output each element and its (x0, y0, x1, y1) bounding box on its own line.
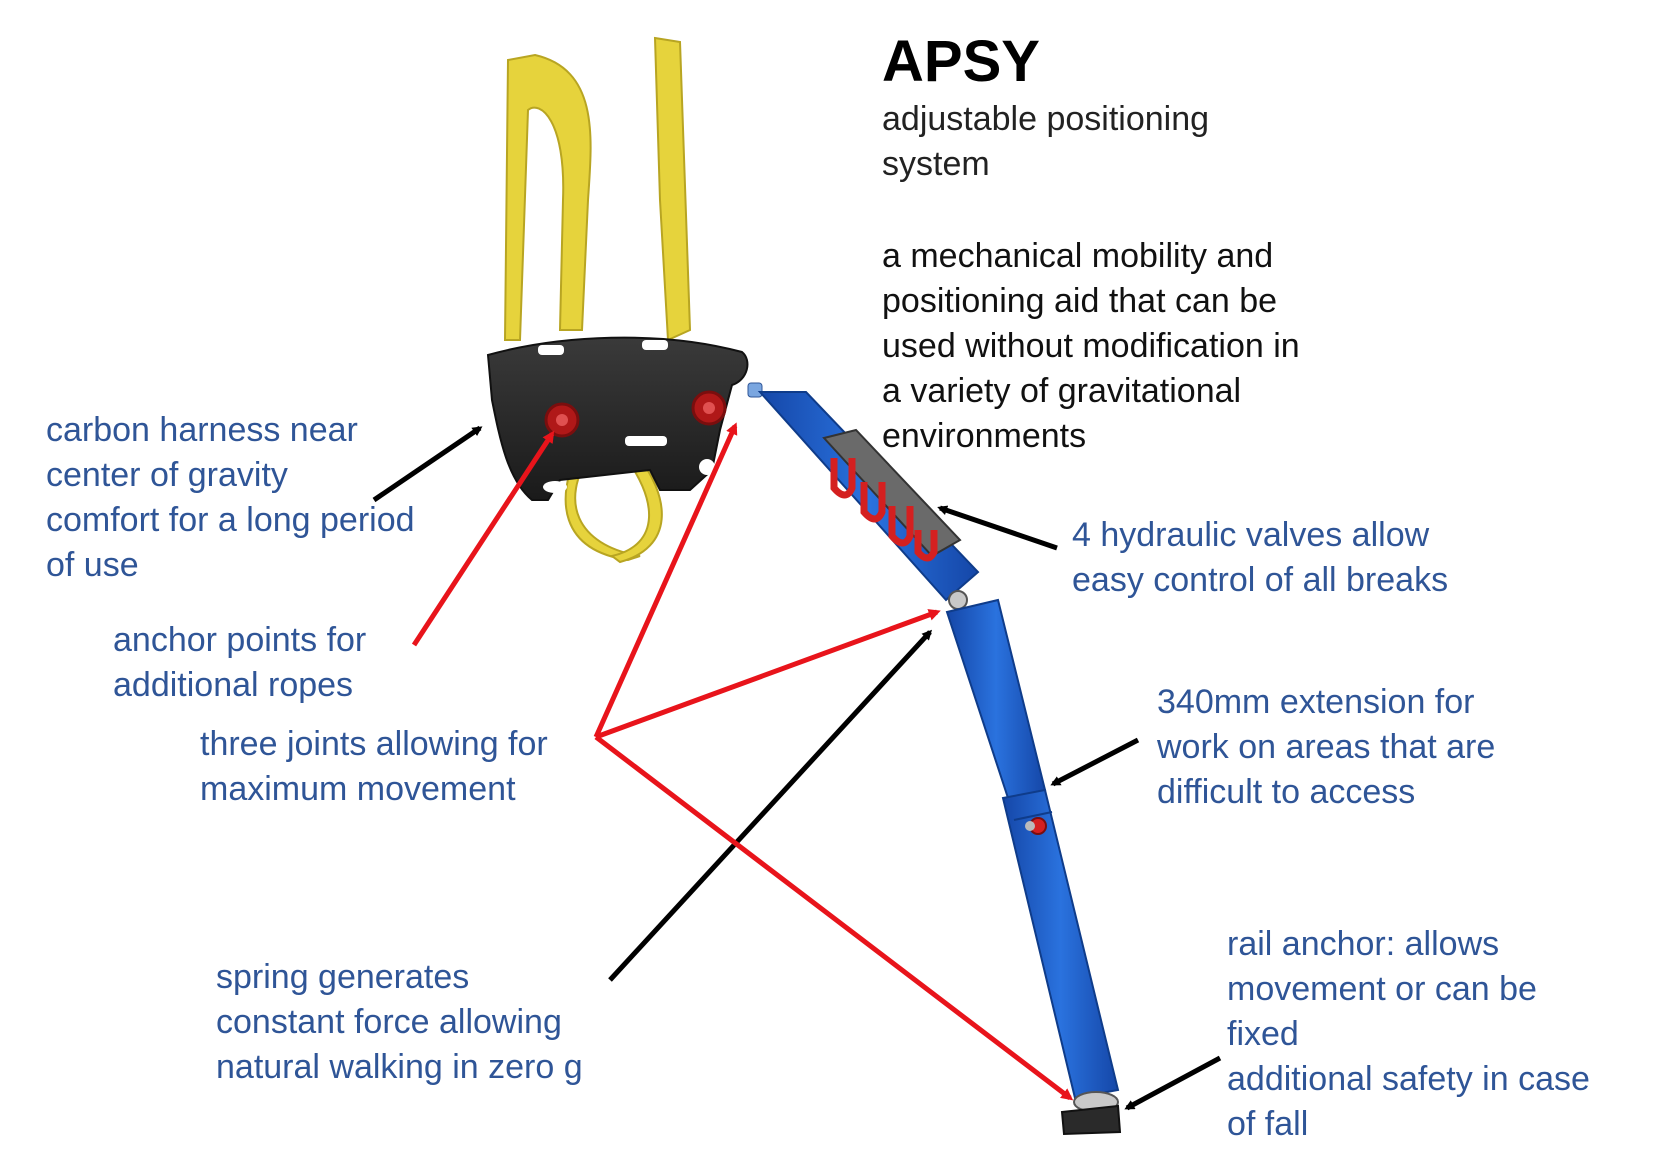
arrow-spring (608, 629, 933, 982)
arrow-rail-anchor (1124, 1055, 1222, 1111)
leg-loop-right (609, 446, 663, 564)
label-extension: 340mm extension for work on areas that a… (1157, 683, 1496, 811)
arrow-extension (1050, 737, 1140, 787)
arrow-joint-foot (594, 735, 1074, 1101)
arrow-joint-harness (593, 422, 738, 739)
strap-slot-left (538, 345, 564, 355)
arrow-joint-middle (595, 609, 941, 740)
harness-joint (747, 382, 763, 398)
arrow-valves (937, 505, 1058, 551)
title: APSY (882, 29, 1040, 94)
label-rail-anchor: rail anchor: allows movement or can be f… (1227, 925, 1590, 1143)
valve-panel (822, 428, 962, 558)
hydraulic-valve-2 (860, 482, 886, 523)
strap-slot-center (625, 436, 667, 446)
strap-slot-right (642, 340, 668, 350)
upper-arm-segment (757, 391, 980, 602)
description: a mechanical mobility and positioning ai… (882, 237, 1300, 455)
carbon-harness (486, 336, 763, 501)
label-anchor-points: anchor points for additional ropes (113, 621, 367, 704)
extension-segment (1001, 788, 1120, 1100)
arrow-harness (372, 425, 483, 503)
middle-joint (948, 590, 968, 610)
label-harness: carbon harness near center of gravity co… (46, 411, 415, 584)
subtitle: adjustable positioning system (882, 100, 1210, 183)
arrow-anchor-points (411, 430, 555, 647)
anchor-point-left-center (556, 414, 568, 426)
leg-slot-left (543, 481, 567, 493)
lower-arm-segment (945, 598, 1047, 800)
leg-slot-right (699, 459, 715, 475)
label-valves: 4 hydraulic valves allow easy control of… (1072, 516, 1449, 599)
black-arrows (372, 425, 1222, 1111)
right-shoulder-strap (653, 36, 692, 342)
hydraulic-valve-1 (830, 458, 856, 499)
hydraulic-valve-3 (888, 506, 914, 547)
label-joints: three joints allowing for maximum moveme… (200, 725, 548, 808)
anchor-point-right-center (703, 402, 715, 414)
hydraulic-valve-4 (914, 530, 938, 562)
red-arrows (411, 422, 1074, 1101)
left-shoulder-strap (503, 53, 592, 341)
label-spring: spring generates constant force allowing… (216, 958, 583, 1086)
rail-anchor (1060, 1091, 1122, 1136)
extension-lock-pin (1025, 821, 1035, 831)
